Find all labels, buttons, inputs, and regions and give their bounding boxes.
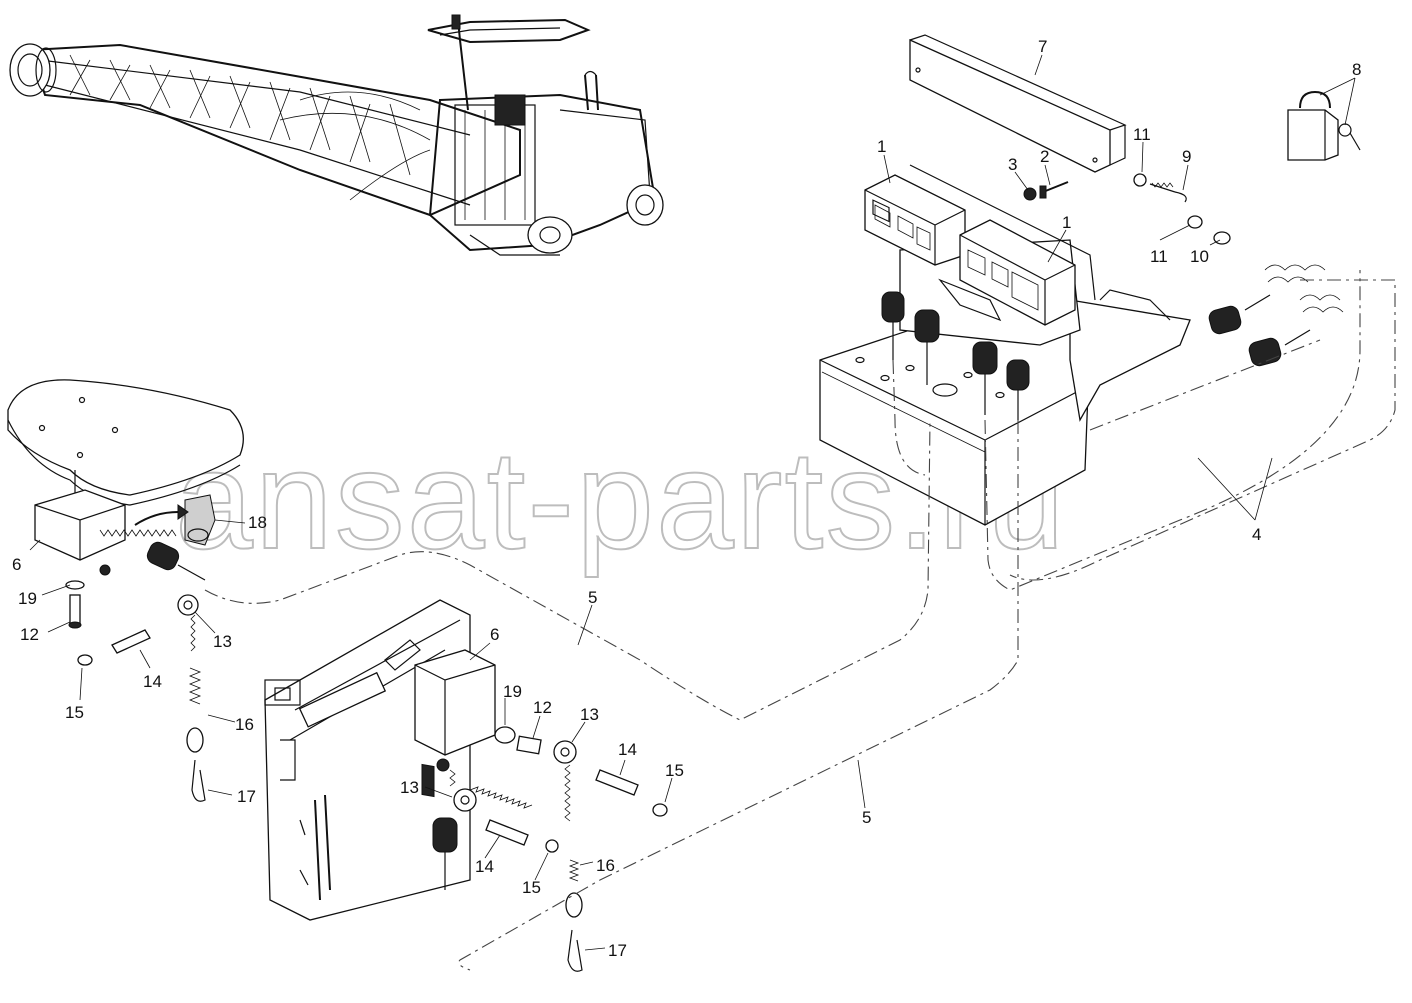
- callout-12-left: 12: [20, 625, 39, 644]
- callout-14-center-upper: 14: [618, 740, 637, 759]
- callout-4: 4: [1252, 525, 1261, 544]
- callout-11-lower: 11: [1150, 247, 1168, 266]
- callout-15-left: 15: [65, 703, 84, 722]
- cable-routes: [204, 270, 1396, 971]
- callout-labels: 1 1 2 3 4 5 5 6 6 7 8 9 10 11 11 12 12 1…: [12, 37, 1361, 960]
- callout-6-left: 6: [12, 555, 21, 574]
- callout-12-center: 12: [533, 698, 552, 717]
- callout-10: 10: [1190, 247, 1209, 266]
- control-console-assembly: [819, 34, 1361, 526]
- console-connectors: [881, 291, 1030, 420]
- callout-16-left: 16: [235, 715, 254, 734]
- callout-15-center-upper: 15: [665, 761, 684, 780]
- callout-14-left: 14: [143, 672, 162, 691]
- callout-16-center: 16: [596, 856, 615, 875]
- callout-5-upper: 5: [588, 588, 597, 607]
- callout-9: 9: [1182, 147, 1191, 166]
- callout-15-center-lower: 15: [522, 878, 541, 897]
- callout-2: 2: [1040, 147, 1049, 166]
- callout-8: 8: [1352, 60, 1361, 79]
- callout-13-center-lower: 13: [400, 778, 419, 797]
- callout-19-center: 19: [503, 682, 522, 701]
- frame-plate: [264, 599, 668, 972]
- callout-1-upper: 1: [877, 137, 886, 156]
- callout-13-center-upper: 13: [580, 705, 599, 724]
- callout-17-left: 17: [237, 787, 256, 806]
- callout-17-center: 17: [608, 941, 627, 960]
- seat-assembly: [7, 379, 244, 802]
- callout-13-left: 13: [213, 632, 232, 651]
- callout-18: 18: [248, 513, 267, 532]
- callout-5-lower: 5: [862, 808, 871, 827]
- machine-overview: [9, 14, 664, 256]
- callout-3: 3: [1008, 155, 1017, 174]
- padlock: [1287, 90, 1361, 161]
- callout-6-center: 6: [490, 625, 499, 644]
- callout-19-left: 19: [18, 589, 37, 608]
- callout-1-lower: 1: [1062, 213, 1071, 232]
- callout-11-upper: 11: [1133, 125, 1151, 144]
- callout-14-center-lower: 14: [475, 857, 494, 876]
- coiled-cables-right: [1208, 264, 1344, 367]
- callout-7: 7: [1038, 37, 1047, 56]
- leader-lines: [29, 54, 1356, 951]
